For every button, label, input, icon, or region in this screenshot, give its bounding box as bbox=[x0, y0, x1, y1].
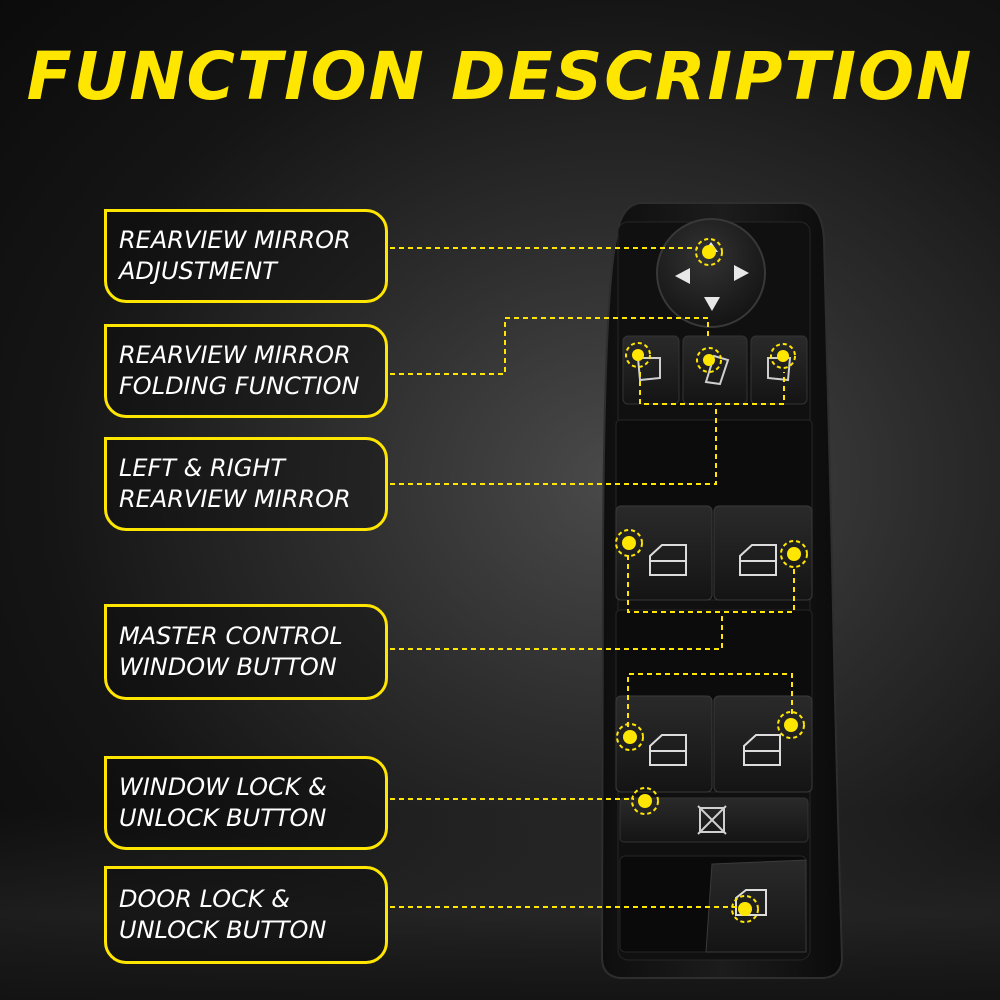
target-marker bbox=[631, 787, 659, 815]
target-marker bbox=[777, 711, 805, 739]
window-button-front-right[interactable] bbox=[713, 505, 813, 601]
connector-left-right-mirror bbox=[390, 404, 717, 485]
target-marker bbox=[616, 723, 644, 751]
connector-mirror-side-bracket bbox=[639, 372, 785, 405]
window-lock-icon bbox=[697, 805, 727, 835]
connector-lines bbox=[390, 247, 795, 908]
callout-master-window: MASTER CONTROL WINDOW BUTTON bbox=[104, 604, 388, 700]
window-icon bbox=[743, 734, 781, 766]
callout-line: WINDOW BUTTON bbox=[119, 653, 337, 681]
target-marker bbox=[695, 238, 723, 266]
callout-line: REARVIEW MIRROR bbox=[119, 341, 351, 369]
target-marker bbox=[625, 342, 651, 368]
callout-line: MASTER CONTROL bbox=[119, 622, 343, 650]
door-lock-button[interactable] bbox=[705, 859, 807, 953]
callout-window-lock: WINDOW LOCK & UNLOCK BUTTON bbox=[104, 756, 388, 850]
callout-line: FOLDING FUNCTION bbox=[119, 372, 360, 400]
callout-line: REARVIEW MIRROR bbox=[119, 485, 351, 513]
left-mirror-button[interactable] bbox=[622, 335, 680, 405]
callout-line: WINDOW LOCK & bbox=[119, 773, 327, 801]
target-marker bbox=[780, 540, 808, 568]
window-button-rear-left[interactable] bbox=[615, 695, 713, 793]
target-marker bbox=[731, 895, 759, 923]
connector-mirror-folding bbox=[390, 317, 709, 375]
window-lock-button[interactable] bbox=[619, 797, 809, 843]
target-markers bbox=[615, 238, 808, 923]
connector-front-window-bracket bbox=[627, 555, 795, 613]
window-icon bbox=[649, 544, 687, 576]
target-marker bbox=[615, 529, 643, 557]
callout-line: DOOR LOCK & bbox=[119, 885, 290, 913]
callout-line: REARVIEW MIRROR bbox=[119, 226, 351, 254]
callout-line: UNLOCK BUTTON bbox=[119, 804, 327, 832]
target-marker bbox=[696, 347, 722, 373]
mirror-fold-button[interactable] bbox=[682, 335, 748, 405]
callout-door-lock: DOOR LOCK & UNLOCK BUTTON bbox=[104, 866, 388, 964]
callout-mirror-adjustment: REARVIEW MIRROR ADJUSTMENT bbox=[104, 209, 388, 303]
window-icon bbox=[649, 734, 687, 766]
connector-rear-window-bracket bbox=[627, 673, 793, 727]
arrow-right-icon bbox=[734, 265, 749, 281]
arrow-down-icon bbox=[704, 297, 720, 311]
window-icon bbox=[739, 544, 777, 576]
window-button-rear-right[interactable] bbox=[713, 695, 813, 793]
right-mirror-button[interactable] bbox=[750, 335, 808, 405]
callout-line: LEFT & RIGHT bbox=[119, 454, 286, 482]
arrow-left-icon bbox=[675, 268, 690, 284]
callout-mirror-folding: REARVIEW MIRROR FOLDING FUNCTION bbox=[104, 324, 388, 418]
callout-line: UNLOCK BUTTON bbox=[119, 916, 327, 944]
callout-left-right-mirror: LEFT & RIGHT REARVIEW MIRROR bbox=[104, 437, 388, 531]
page-title: FUNCTION DESCRIPTION bbox=[26, 38, 974, 115]
target-marker bbox=[770, 343, 796, 369]
window-button-front-left[interactable] bbox=[615, 505, 713, 601]
callout-line: ADJUSTMENT bbox=[119, 257, 277, 285]
connector-master-window bbox=[390, 612, 723, 650]
mirror-adjust-pad[interactable] bbox=[656, 218, 766, 328]
